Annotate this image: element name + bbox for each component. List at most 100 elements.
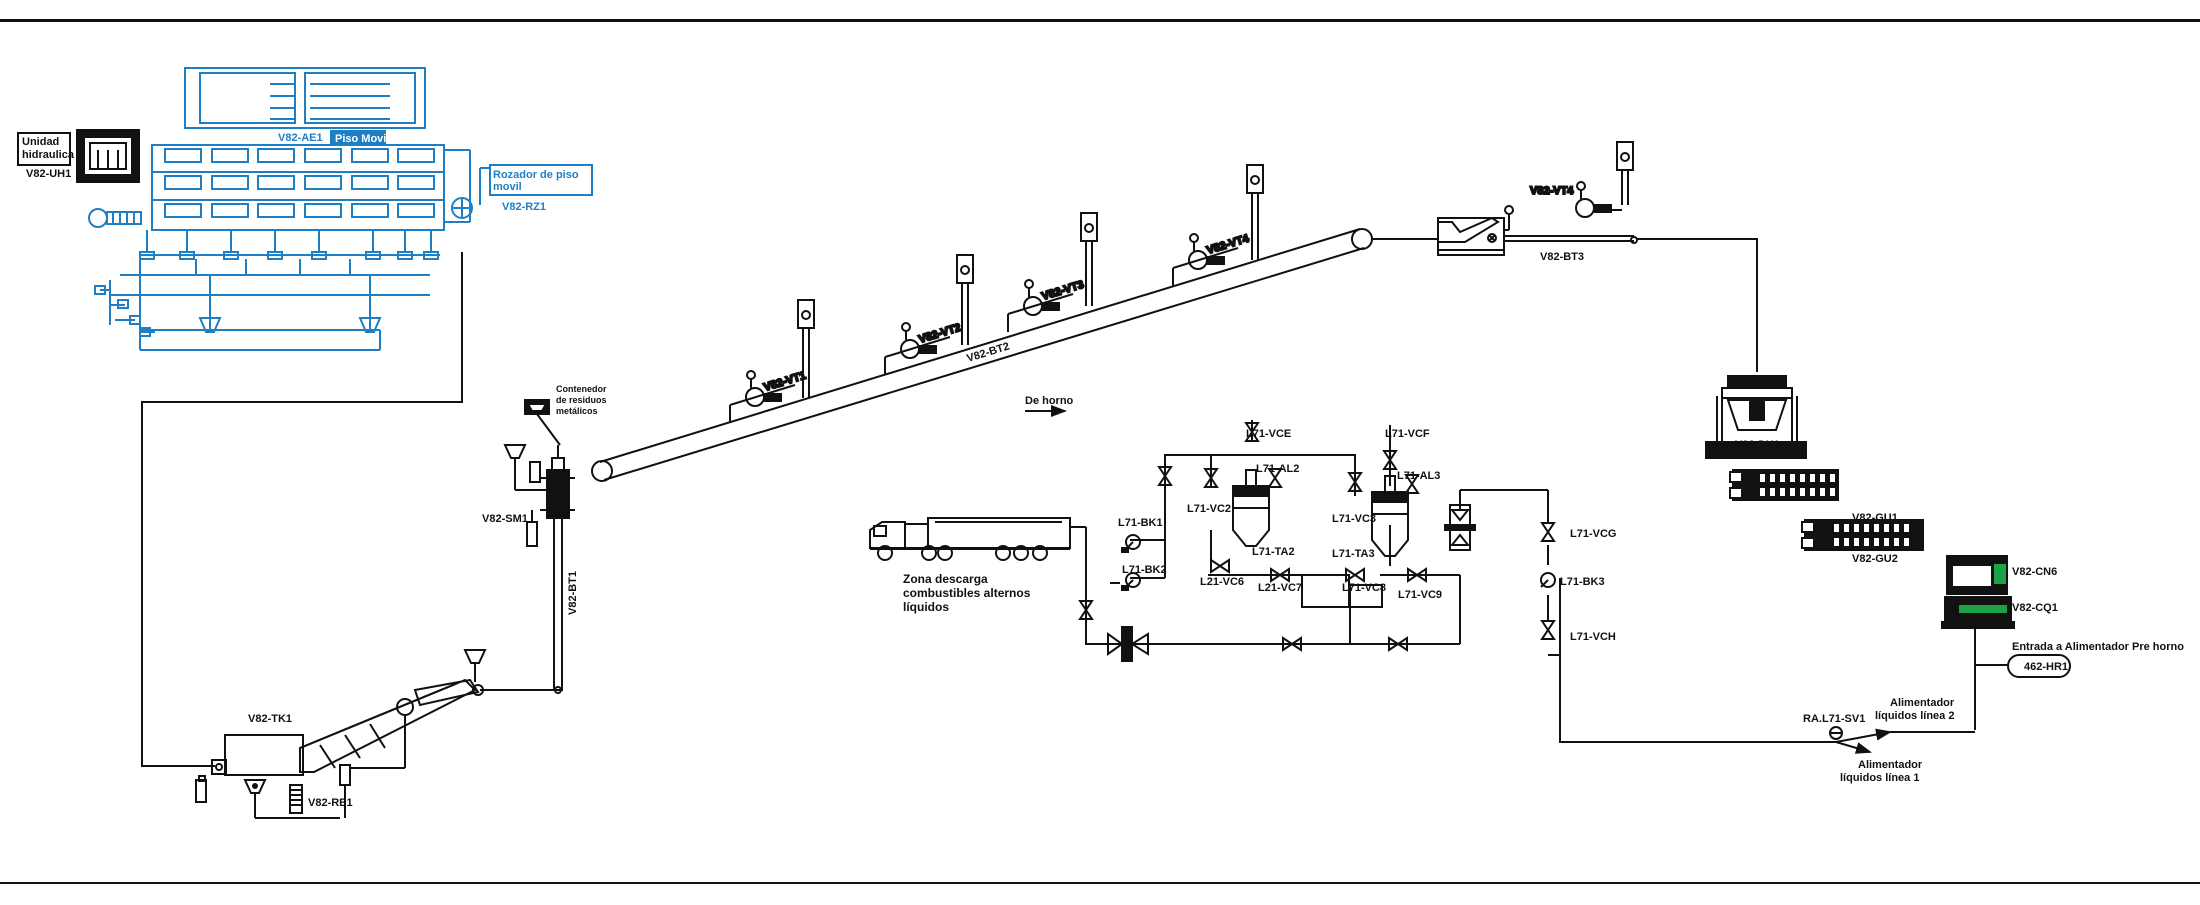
pump-bk2 bbox=[1121, 572, 1141, 591]
valve bbox=[1157, 466, 1173, 486]
fan-v82-vt4-a: V82-VT4 bbox=[1172, 231, 1252, 286]
strainer-1 bbox=[1107, 626, 1149, 662]
v82-tk1-accessories bbox=[195, 649, 487, 819]
l71-vch-label: L71-VCH bbox=[1570, 631, 1616, 643]
fan-label: V82-VT2 bbox=[917, 322, 962, 346]
l71-ta3-label: L71-TA3 bbox=[1332, 548, 1375, 560]
l71-vc3-label: L71-VC3 bbox=[1332, 513, 1376, 525]
tank-ta2 bbox=[1232, 469, 1270, 547]
v82-walking-floor bbox=[151, 144, 473, 231]
fan-label: V82-VT4 bbox=[1205, 232, 1251, 256]
valve bbox=[1540, 522, 1556, 542]
top-frame-line bbox=[0, 19, 2200, 22]
pump-bk3 bbox=[1540, 572, 1556, 588]
l71-al3-label: L71-AL3 bbox=[1397, 470, 1440, 482]
contenedor-residuos bbox=[524, 399, 561, 446]
hydraulic-manifold bbox=[94, 230, 440, 351]
stack bbox=[1080, 212, 1098, 306]
v82-dy1-dryer bbox=[1705, 375, 1807, 459]
rozador-label-1: Rozador de piso bbox=[493, 169, 579, 181]
strainer-2 bbox=[1444, 504, 1476, 551]
valve bbox=[1388, 636, 1408, 652]
contenedor-label-3: metálicos bbox=[556, 406, 598, 416]
l71-bk1-label: L71-BK1 bbox=[1118, 517, 1163, 529]
unidad-hidraulica-label-1: Unidad bbox=[22, 136, 59, 148]
contenedor-label-2: de residuos bbox=[556, 395, 607, 405]
v82-tk1-label: V82-TK1 bbox=[248, 713, 292, 725]
valve bbox=[1203, 468, 1219, 488]
hydraulic-pump-icon bbox=[88, 208, 142, 228]
hr1-tag bbox=[2007, 654, 2071, 678]
v82-bt3-unit bbox=[1437, 205, 1638, 256]
v82-uh1-label: V82-UH1 bbox=[26, 168, 71, 180]
rozador-box bbox=[489, 164, 593, 196]
v82-sm1-separator bbox=[503, 444, 575, 547]
v82-cn6-label: V82-CN6 bbox=[2012, 566, 2057, 578]
alimentador-1-label-1: Alimentador bbox=[1858, 759, 1923, 771]
v82-tk1-feeder bbox=[211, 678, 557, 776]
return-line bbox=[141, 252, 463, 767]
v82-gu2-label: V82-GU2 bbox=[1852, 553, 1898, 565]
fan-label: V82-VT3 bbox=[1040, 279, 1085, 303]
l21-vc7-label: L21-VC7 bbox=[1258, 582, 1302, 594]
v82-bt2-label: V82-BT2 bbox=[965, 341, 1011, 365]
pump-bk1 bbox=[1121, 534, 1141, 553]
zona-descarga-label-1: Zona descarga bbox=[903, 572, 988, 586]
alimentador-1-label-2: líquidos línea 1 bbox=[1840, 772, 1919, 784]
l21-vc6-label: L21-VC6 bbox=[1200, 576, 1244, 588]
v82-gu1-label: V82-GU1 bbox=[1852, 512, 1898, 524]
fan-v82-vt2: V82-VT2 bbox=[884, 321, 963, 375]
ra-sv1-label: RA.L71-SV1 bbox=[1803, 713, 1865, 725]
l71-ta2-label: L71-TA2 bbox=[1252, 546, 1295, 558]
contenedor-label-1: Contenedor bbox=[556, 384, 607, 394]
bt3-dryer-line bbox=[1637, 238, 1758, 372]
stack bbox=[797, 299, 815, 398]
stack bbox=[1616, 141, 1634, 205]
v82-bt1-label: V82-BT1 bbox=[567, 571, 579, 615]
valve bbox=[1404, 474, 1420, 494]
l71-vcf-label: L71-VCF bbox=[1385, 428, 1430, 440]
liquid-piping bbox=[1085, 420, 1561, 656]
alimentador-2-label-2: líquidos línea 2 bbox=[1875, 710, 1954, 722]
v82-ae1-label: V82-AE1 bbox=[278, 132, 323, 144]
v82-rz1-label: V82-RZ1 bbox=[502, 201, 546, 213]
de-horno-label: De horno bbox=[1025, 395, 1074, 407]
unidad-hidraulica-label-2: hidraulica bbox=[22, 149, 75, 161]
l71-vce-label: L71-VCE bbox=[1246, 428, 1291, 440]
v82-gu-units bbox=[1729, 469, 1924, 551]
v82-cq1-label: V82-CQ1 bbox=[2012, 602, 2058, 614]
valve bbox=[1267, 468, 1283, 488]
fan-v82-vt3: V82-VT3 bbox=[1007, 278, 1086, 332]
valve bbox=[1282, 636, 1302, 652]
valve bbox=[1345, 567, 1365, 583]
l71-bk2-label: L71-BK2 bbox=[1122, 564, 1167, 576]
stack bbox=[956, 254, 974, 345]
hr1-label: 462-HR1 bbox=[2024, 661, 2068, 673]
l71-vcg-label: L71-VCG bbox=[1570, 528, 1616, 540]
v82-bt3-label: V82-BT3 bbox=[1540, 251, 1584, 263]
l71-vc8-label: L71-VC8 bbox=[1342, 582, 1386, 594]
valve bbox=[1540, 620, 1556, 640]
valve bbox=[1382, 450, 1398, 470]
valve bbox=[1078, 600, 1094, 620]
fan-v82-vt1: V82-VT1 bbox=[729, 369, 808, 423]
v82-cn6-cq1-units bbox=[1941, 555, 2015, 730]
fan-v82-vt4-b: V82-VT4 bbox=[1529, 181, 1622, 218]
alimentador-2-label-1: Alimentador bbox=[1890, 697, 1955, 709]
piso-movil-label: Piso Movil bbox=[335, 133, 389, 145]
valve bbox=[1407, 567, 1427, 583]
piso-movil-tag-box bbox=[330, 130, 386, 146]
fan-label: V82-VT4 bbox=[1530, 185, 1574, 197]
zona-descarga-label-2: combustibles alternos bbox=[903, 586, 1031, 600]
tank-ta3 bbox=[1371, 475, 1409, 557]
v82-re1-label: V82-RE1 bbox=[308, 797, 353, 809]
v82-dy1-label: V82-DY1 bbox=[1735, 439, 1780, 451]
v82-sm1-label: V82-SM1 bbox=[482, 513, 528, 525]
v82-ae1-unit bbox=[184, 67, 426, 129]
l71-vc9-label: L71-VC9 bbox=[1398, 589, 1442, 601]
rozador-label-2: movil bbox=[493, 181, 522, 193]
valve bbox=[1244, 422, 1260, 442]
hydraulic-unit bbox=[17, 129, 140, 183]
zona-descarga-label-3: líquidos bbox=[903, 600, 949, 614]
